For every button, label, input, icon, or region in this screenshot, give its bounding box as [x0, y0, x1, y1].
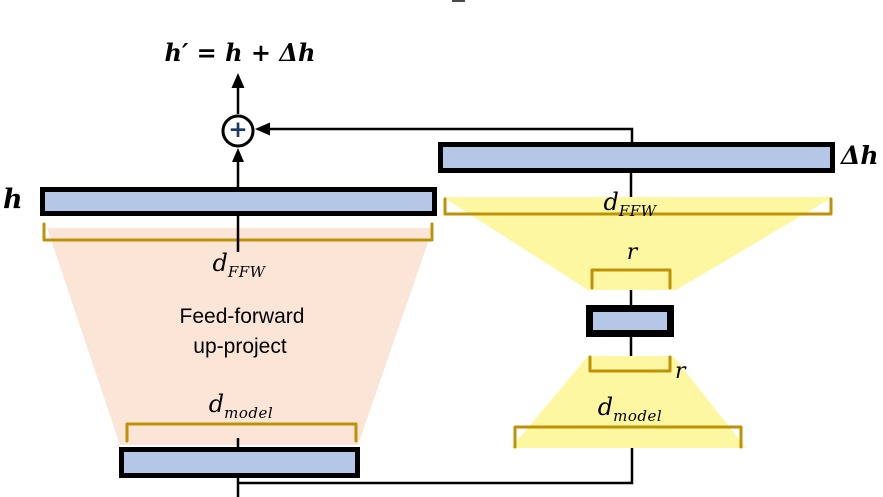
cropped-text-fragment — [452, 0, 465, 2]
d-ffw-right-base: d — [603, 188, 619, 216]
feed-forward-label-line1: Feed-forward — [179, 305, 305, 328]
delta-h-vector-bar — [438, 142, 835, 173]
input-branch-line — [238, 448, 634, 485]
d-model-left-label: dmodel — [209, 390, 273, 422]
d-model-left-base: d — [208, 390, 225, 418]
input-vector-bar-left — [119, 447, 360, 478]
plus-sign: + — [228, 117, 248, 143]
d-ffw-left-label: dFFW — [212, 249, 265, 281]
delta-h-label: Δh — [841, 141, 879, 170]
d-ffw-right-label: dFFW — [603, 188, 656, 220]
formula-text: h′ = h + Δh — [164, 38, 316, 67]
r-top-label: r — [626, 240, 638, 265]
r-bottom-bracket — [588, 355, 672, 373]
up-project-trapezoid — [511, 356, 746, 448]
down-project-trapezoid — [443, 197, 833, 290]
d-model-right-bracket — [513, 425, 743, 449]
formula-label: h′ = h + Δh — [165, 38, 391, 67]
d-model-right-label: dmodel — [598, 393, 662, 425]
h-vector-bar — [40, 187, 437, 216]
r-bottom-label: r — [675, 359, 686, 384]
rank-r-vector-bar — [586, 305, 674, 337]
d-model-right-sub: model — [613, 407, 663, 425]
d-ffw-left-base: d — [212, 249, 228, 277]
d-model-left-bracket — [125, 422, 358, 443]
h-to-plus-arrowhead — [232, 148, 244, 162]
output-arrowhead — [231, 73, 245, 88]
feedforward-up-project-trapezoid — [47, 228, 433, 445]
d-model-right-base: d — [597, 393, 614, 421]
d-model-left-sub: model — [224, 404, 274, 422]
deltah-to-plus-line — [268, 127, 634, 143]
deltah-to-plus-arrowhead — [255, 122, 270, 136]
d-ffw-left-sub: FFW — [227, 263, 266, 281]
r-top-bracket — [590, 268, 672, 290]
plus-circle — [221, 114, 255, 148]
feed-forward-label-line2: up-project — [193, 335, 287, 358]
d-ffw-right-bracket — [443, 197, 833, 216]
d-ffw-right-sub: FFW — [618, 202, 657, 220]
h-label: h — [3, 184, 23, 215]
